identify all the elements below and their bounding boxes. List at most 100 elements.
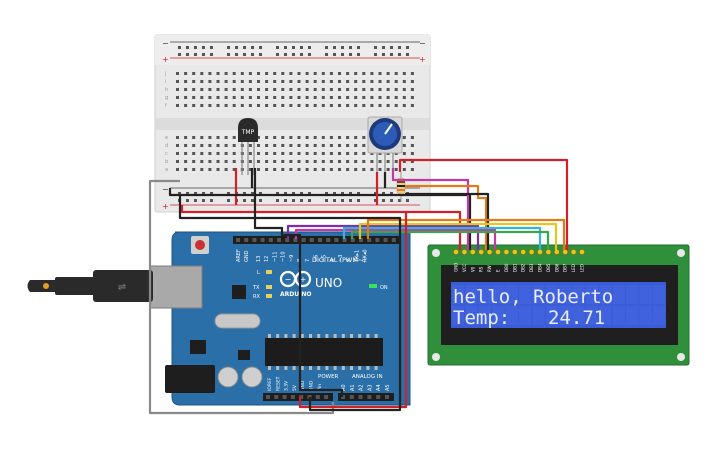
rail-hole[interactable] (284, 46, 287, 49)
rail-hole[interactable] (333, 53, 336, 56)
rail-hole[interactable] (374, 199, 377, 202)
terminal-hole[interactable] (346, 72, 350, 75)
rail-hole[interactable] (227, 46, 230, 49)
terminal-hole[interactable] (240, 72, 244, 75)
terminal-hole[interactable] (305, 152, 309, 155)
wire-red-5v[interactable] (298, 212, 408, 409)
terminal-hole[interactable] (192, 80, 196, 83)
terminal-hole[interactable] (232, 72, 236, 75)
terminal-hole[interactable] (362, 136, 366, 139)
terminal-hole[interactable] (281, 160, 285, 163)
terminal-hole[interactable] (362, 72, 366, 75)
terminal-hole[interactable] (289, 80, 293, 83)
rail-hole[interactable] (178, 192, 181, 195)
header-hole[interactable] (285, 238, 290, 242)
terminal-hole[interactable] (378, 88, 382, 91)
terminal-hole[interactable] (224, 72, 228, 75)
terminal-hole[interactable] (257, 80, 260, 83)
rail-hole[interactable] (251, 192, 254, 195)
rail-hole[interactable] (325, 46, 328, 49)
rail-hole[interactable] (390, 53, 393, 56)
rail-hole[interactable] (357, 53, 360, 56)
terminal-hole[interactable] (265, 136, 269, 139)
terminal-hole[interactable] (313, 104, 317, 107)
terminal-hole[interactable] (232, 136, 236, 139)
terminal-hole[interactable] (184, 72, 188, 75)
terminal-hole[interactable] (184, 136, 188, 139)
rail-hole[interactable] (284, 53, 287, 56)
rail-hole[interactable] (235, 53, 238, 56)
terminal-hole[interactable] (346, 104, 350, 107)
terminal-hole[interactable] (297, 88, 301, 91)
terminal-hole[interactable] (248, 88, 252, 91)
rail-hole[interactable] (341, 192, 344, 195)
header-hole[interactable] (268, 238, 273, 242)
terminal-hole[interactable] (192, 72, 196, 75)
terminal-hole[interactable] (257, 168, 260, 171)
terminal-hole[interactable] (313, 136, 317, 139)
rail-hole[interactable] (398, 199, 401, 202)
terminal-hole[interactable] (232, 144, 236, 147)
terminal-hole[interactable] (248, 96, 252, 99)
terminal-hole[interactable] (176, 136, 179, 139)
terminal-hole[interactable] (176, 168, 179, 171)
terminal-hole[interactable] (402, 160, 406, 163)
wire-black-gnd[interactable] (168, 188, 472, 250)
usb-connector[interactable]: ⇌ (27, 265, 203, 309)
rail-hole[interactable] (382, 53, 385, 56)
terminal-hole[interactable] (232, 80, 236, 83)
terminal-hole[interactable] (257, 136, 260, 139)
terminal-hole[interactable] (289, 72, 293, 75)
terminal-hole[interactable] (370, 168, 374, 171)
rail-hole[interactable] (259, 199, 262, 202)
terminal-hole[interactable] (200, 152, 204, 155)
terminal-hole[interactable] (176, 160, 179, 163)
terminal-hole[interactable] (354, 168, 358, 171)
terminal-hole[interactable] (200, 72, 204, 75)
rail-hole[interactable] (235, 46, 238, 49)
rail-hole[interactable] (186, 53, 189, 56)
rail-hole[interactable] (276, 53, 279, 56)
terminal-hole[interactable] (354, 88, 358, 91)
potentiometer[interactable] (367, 116, 403, 172)
rail-hole[interactable] (325, 192, 328, 195)
terminal-hole[interactable] (394, 96, 398, 99)
terminal-hole[interactable] (192, 136, 196, 139)
terminal-hole[interactable] (410, 136, 414, 139)
terminal-hole[interactable] (200, 96, 204, 99)
terminal-hole[interactable] (313, 152, 317, 155)
terminal-hole[interactable] (313, 80, 317, 83)
terminal-hole[interactable] (338, 152, 341, 155)
terminal-hole[interactable] (192, 160, 196, 163)
terminal-hole[interactable] (402, 104, 406, 107)
rail-hole[interactable] (292, 46, 295, 49)
terminal-hole[interactable] (386, 96, 390, 99)
terminal-hole[interactable] (402, 96, 406, 99)
lcd-pin[interactable] (537, 249, 543, 255)
terminal-hole[interactable] (176, 152, 179, 155)
rail-hole[interactable] (406, 199, 409, 202)
header-hole[interactable] (293, 238, 298, 242)
terminal-hole[interactable] (370, 88, 374, 91)
rail-hole[interactable] (276, 46, 279, 49)
terminal-hole[interactable] (176, 96, 179, 99)
terminal-hole[interactable] (200, 168, 204, 171)
terminal-hole[interactable] (289, 88, 293, 91)
temperature-sensor[interactable]: TMP (238, 118, 258, 175)
header-hole[interactable] (383, 238, 388, 242)
terminal-hole[interactable] (354, 96, 358, 99)
terminal-hole[interactable] (216, 152, 220, 155)
terminal-hole[interactable] (265, 144, 269, 147)
terminal-hole[interactable] (338, 72, 341, 75)
terminal-hole[interactable] (281, 168, 285, 171)
terminal-hole[interactable] (346, 136, 350, 139)
rail-hole[interactable] (186, 192, 189, 195)
terminal-hole[interactable] (257, 104, 260, 107)
terminal-hole[interactable] (370, 104, 374, 107)
rail-hole[interactable] (202, 199, 205, 202)
terminal-hole[interactable] (305, 72, 309, 75)
terminal-hole[interactable] (208, 144, 212, 147)
wire-red-pot-lcd[interactable] (398, 158, 569, 250)
terminal-hole[interactable] (321, 168, 325, 171)
